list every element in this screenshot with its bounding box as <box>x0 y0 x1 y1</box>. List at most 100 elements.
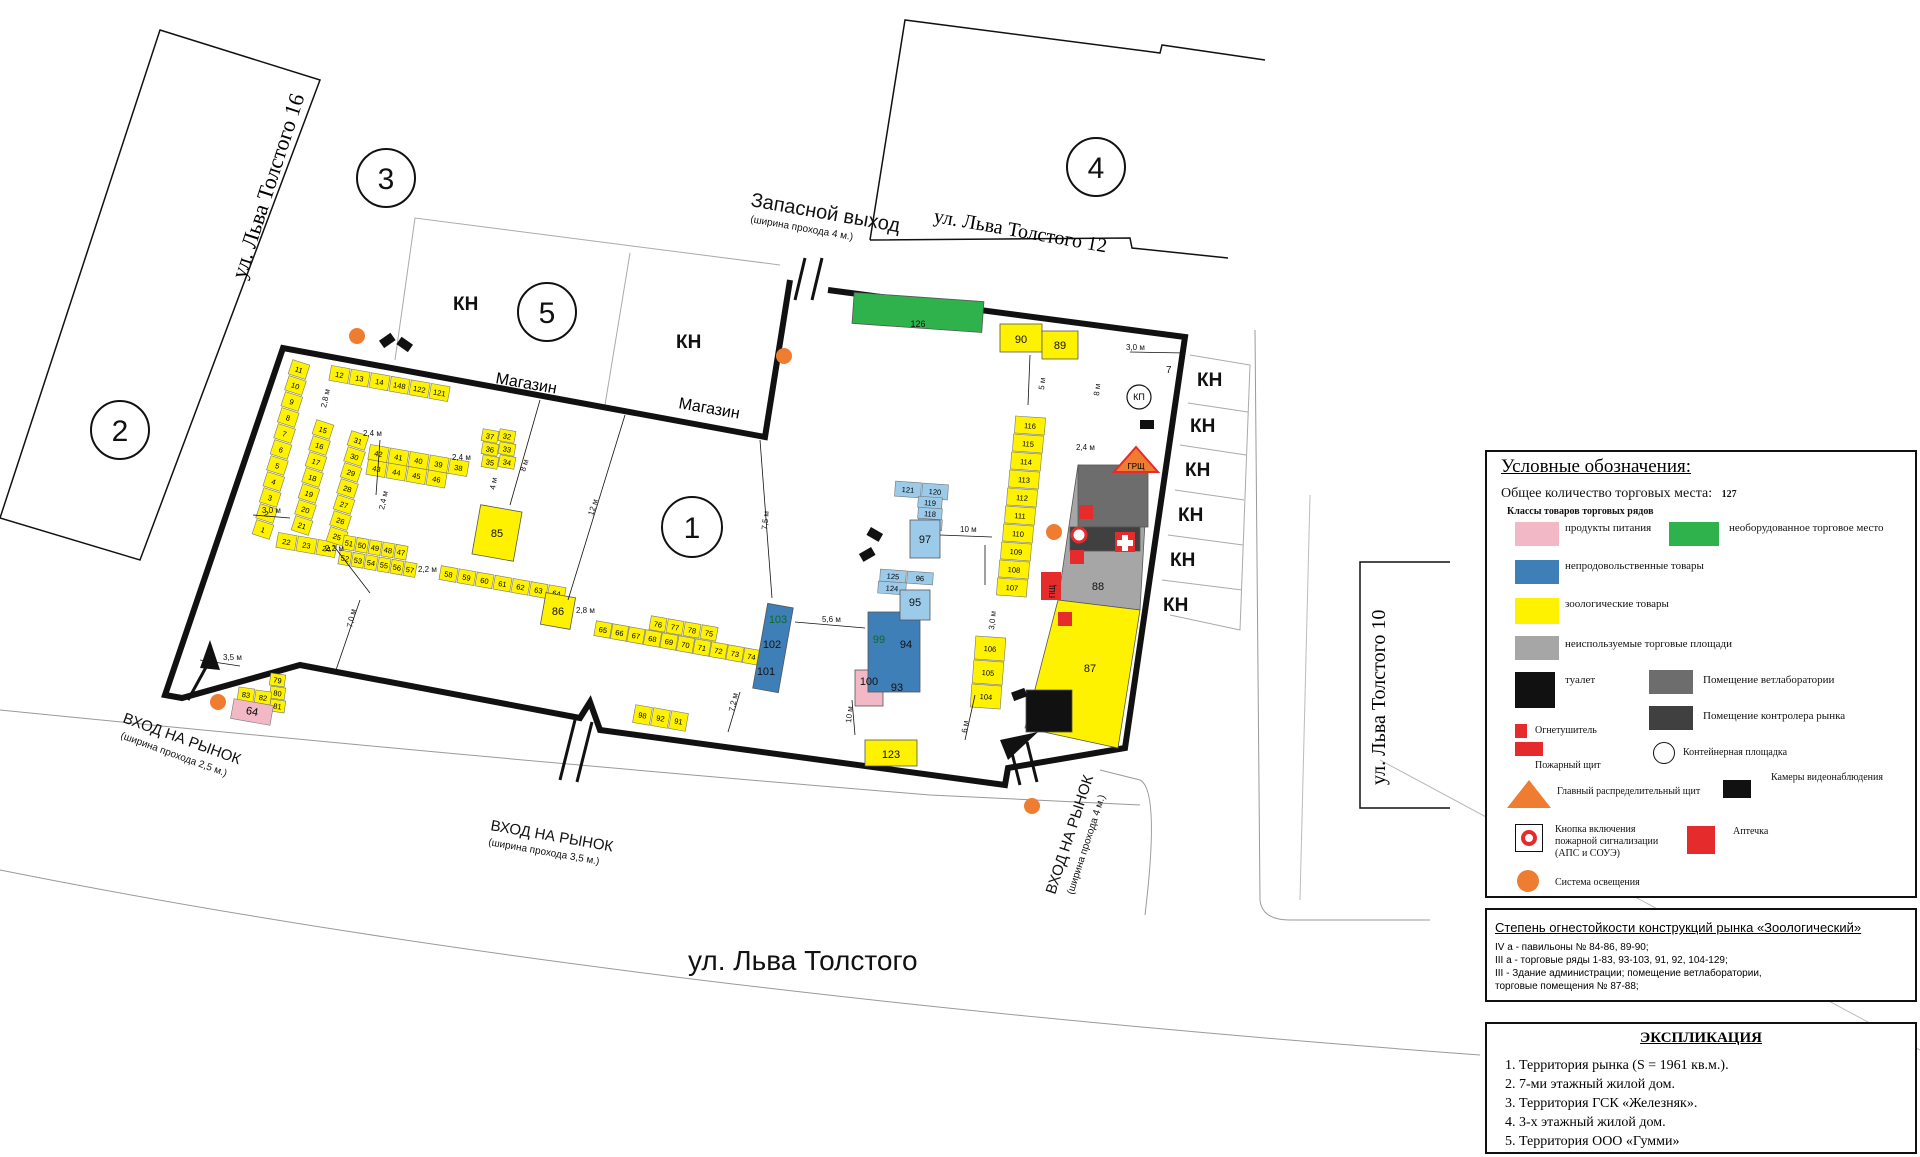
stall-label: 68 <box>648 634 658 644</box>
stall-label: 120 <box>928 487 941 497</box>
stall-label: 57 <box>405 565 415 575</box>
stall-label: 42 <box>374 449 384 459</box>
stall-rect <box>510 578 531 596</box>
stall-rect <box>348 368 371 388</box>
stall-label: 33 <box>502 444 512 454</box>
stall-rect <box>280 391 304 412</box>
stall-rect <box>393 543 409 561</box>
stall-cell: 49 <box>367 539 383 556</box>
alarm-dot-icon <box>1521 830 1537 846</box>
stall-cell: 17 <box>304 451 328 472</box>
stall-rect <box>447 458 470 477</box>
stall-rect <box>438 565 459 583</box>
stall-rect <box>339 462 363 483</box>
road-edge <box>0 709 1141 806</box>
stall-label: 69 <box>664 637 674 647</box>
stall-rect <box>262 471 286 492</box>
dim-label: 2,8 м <box>319 388 332 408</box>
stall-label: 11 <box>294 364 304 375</box>
stall-rect <box>1004 505 1036 526</box>
stall-label: 22 <box>282 537 292 547</box>
stall-label: 28 <box>342 483 353 494</box>
stall-label: 113 <box>1018 475 1031 485</box>
stall-99-94-block <box>867 611 921 693</box>
stall-label: 40 <box>414 456 424 466</box>
legend-container: Контейнерная площадка <box>1683 747 1788 758</box>
stall-cell: 79 <box>268 672 287 688</box>
stall-cell: 2 <box>255 503 278 524</box>
stall-label: 44 <box>392 467 402 477</box>
stall-cell: 59 <box>456 568 477 586</box>
stall-cell: 11 <box>287 359 311 380</box>
kn-blocks <box>1161 354 1251 631</box>
stall-label: 32 <box>502 431 512 441</box>
dim-label: 2,2 м <box>325 544 344 553</box>
legend-alarm-2: пожарной сигнализации <box>1555 836 1659 847</box>
stall-label: 109 <box>1009 547 1022 557</box>
grsch-icon <box>1111 445 1161 473</box>
building-t10 <box>1359 561 1450 809</box>
label-123: 123 <box>882 749 900 761</box>
stall-cell: 69 <box>659 632 679 651</box>
stall-rect <box>266 455 289 476</box>
stall-label: 27 <box>338 499 349 510</box>
stall-label: 96 <box>915 574 924 584</box>
stall-label: 24 <box>322 544 332 554</box>
stall-cell: 115 <box>1012 433 1044 454</box>
stall-cell: 41 <box>387 447 410 467</box>
stall-rect <box>273 423 296 444</box>
kn-label: КН <box>453 294 478 315</box>
stall-label: 124 <box>885 584 898 594</box>
stall-rect <box>642 629 663 648</box>
stall-rect <box>665 618 685 636</box>
stall-rect <box>877 580 907 596</box>
building-4 <box>869 19 1266 241</box>
swatch-controller <box>1649 706 1693 730</box>
kn-label: КН <box>1163 595 1188 616</box>
stall-rect <box>648 615 668 633</box>
stall-label: 9 <box>288 397 295 407</box>
stall-cell: 54 <box>363 554 379 571</box>
stall-label: 16 <box>314 440 325 451</box>
stall-label: 108 <box>1007 565 1020 575</box>
stall-cell: 27 <box>332 494 356 515</box>
stall-rect <box>402 561 418 578</box>
zone-2: 2 <box>112 415 129 448</box>
stall-rect <box>308 435 331 456</box>
stall-cell: 1 <box>251 519 275 540</box>
stall-rect <box>350 552 366 569</box>
street-t16: ул. Льва Толстого 16 <box>226 90 309 281</box>
stall-rect <box>268 672 287 688</box>
stall-label: 107 <box>1005 583 1018 593</box>
stall-rect <box>425 469 448 489</box>
label-100: 100 <box>860 676 878 688</box>
stall-label: 36 <box>485 444 495 454</box>
stall-cell: 5 <box>266 455 289 476</box>
stall-rect <box>328 365 351 384</box>
stall-rect <box>682 621 702 639</box>
psch-label: ПЩ <box>1048 584 1057 598</box>
stall-cell: 72 <box>708 641 729 660</box>
stall-rect <box>1010 451 1042 472</box>
stall-rect <box>380 541 396 559</box>
stall-label: 46 <box>432 474 442 484</box>
stall-label: 15 <box>317 424 328 435</box>
stall-label: 47 <box>396 548 406 558</box>
legend-classes-title: Классы товаров торговых рядов <box>1507 506 1654 517</box>
stall-cell: 35 <box>480 454 500 470</box>
stall-label: 29 <box>345 467 356 478</box>
stall-rect <box>528 581 549 599</box>
stall-rect <box>996 577 1028 598</box>
stall-rect <box>632 704 653 726</box>
stall-cell: 46 <box>425 469 448 489</box>
label-103: 103 <box>769 614 787 626</box>
stall-rect <box>385 462 408 482</box>
stall-label: 50 <box>357 541 367 551</box>
swatch-nonfood <box>1515 560 1559 584</box>
dim-label: 2,4 м <box>377 490 390 510</box>
stall-cell: 60 <box>474 571 495 590</box>
stall-cell: 122 <box>408 379 431 399</box>
stall-cell: 23 <box>295 535 318 555</box>
entrance-arrow <box>200 640 220 670</box>
label-88: 88 <box>1092 581 1104 593</box>
